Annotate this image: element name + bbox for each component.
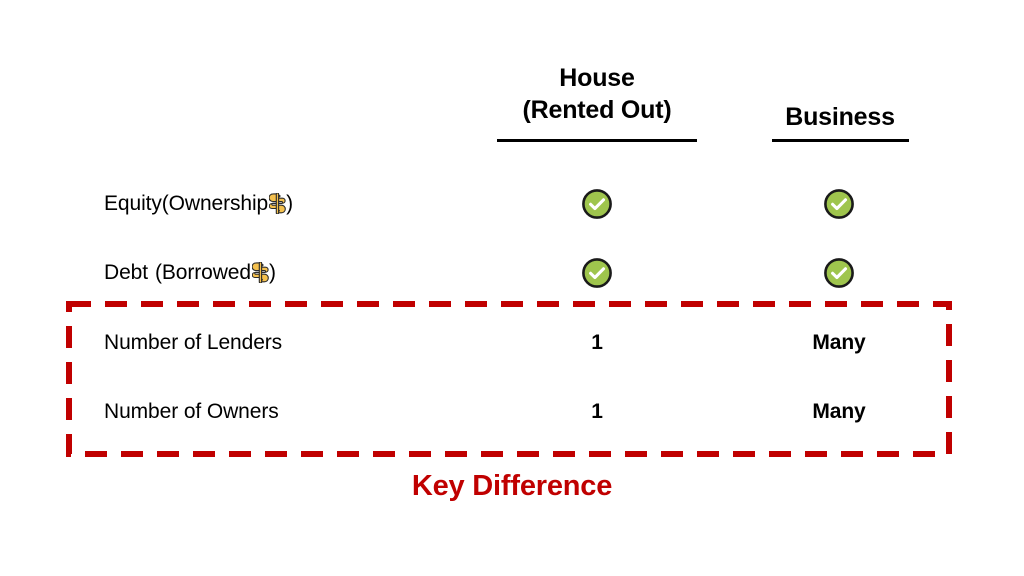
- cell-lenders-house: 1: [527, 321, 667, 365]
- check-circle-icon: [582, 189, 612, 219]
- row-label-debt-prefix: Debt: [104, 261, 148, 284]
- column-header-house: House (Rented Out): [477, 62, 717, 126]
- cell-value: 1: [591, 400, 603, 423]
- cell-debt-house: [527, 251, 667, 295]
- check-circle-icon: [824, 189, 854, 219]
- row-label-number-of-owners: Number of Owners: [104, 400, 279, 423]
- table-row: Number of Lenders 1 Many: [0, 321, 1024, 365]
- check-circle-icon: [824, 258, 854, 288]
- cell-value: 1: [591, 331, 603, 354]
- table-row: Equity (Ownership): [0, 182, 1024, 226]
- row-label-debt-suffix: ): [268, 261, 276, 284]
- check-circle-icon: [582, 258, 612, 288]
- row-label-debt: Debt (Borrowed): [104, 251, 276, 295]
- cell-owners-house: 1: [527, 390, 667, 434]
- table-row: Debt (Borrowed): [0, 251, 1024, 295]
- row-label-equity: Equity (Ownership): [104, 182, 293, 226]
- column-header-business-underline: [772, 139, 909, 142]
- column-header-house-line1: House: [559, 64, 635, 92]
- dollar-sign-emoji: [268, 191, 286, 218]
- dashed-rectangle-icon: [66, 301, 952, 457]
- table-row: Number of Owners 1 Many: [0, 390, 1024, 434]
- cell-equity-business: [769, 182, 909, 226]
- cell-value: Many: [812, 400, 866, 423]
- cell-owners-business: Many: [769, 390, 909, 434]
- column-header-business: Business: [760, 101, 920, 133]
- cell-value: Many: [812, 331, 866, 354]
- row-label-equity-middle: (Ownership: [161, 192, 269, 215]
- row-label-number-of-lenders: Number of Lenders: [104, 331, 283, 354]
- column-header-business-line1: Business: [785, 103, 895, 131]
- row-label-debt-middle: (Borrowed: [154, 261, 251, 284]
- dollar-sign-emoji: [251, 260, 269, 287]
- row-label-equity-suffix: ): [286, 192, 294, 215]
- column-header-house-underline: [497, 139, 697, 142]
- cell-lenders-business: Many: [769, 321, 909, 365]
- cell-equity-house: [527, 182, 667, 226]
- key-difference-caption: Key Difference: [411, 470, 613, 502]
- row-label-equity-prefix: Equity: [104, 192, 162, 215]
- key-difference-highlight-box: [66, 301, 952, 457]
- column-header-house-line2: (Rented Out): [522, 96, 672, 124]
- cell-debt-business: [769, 251, 909, 295]
